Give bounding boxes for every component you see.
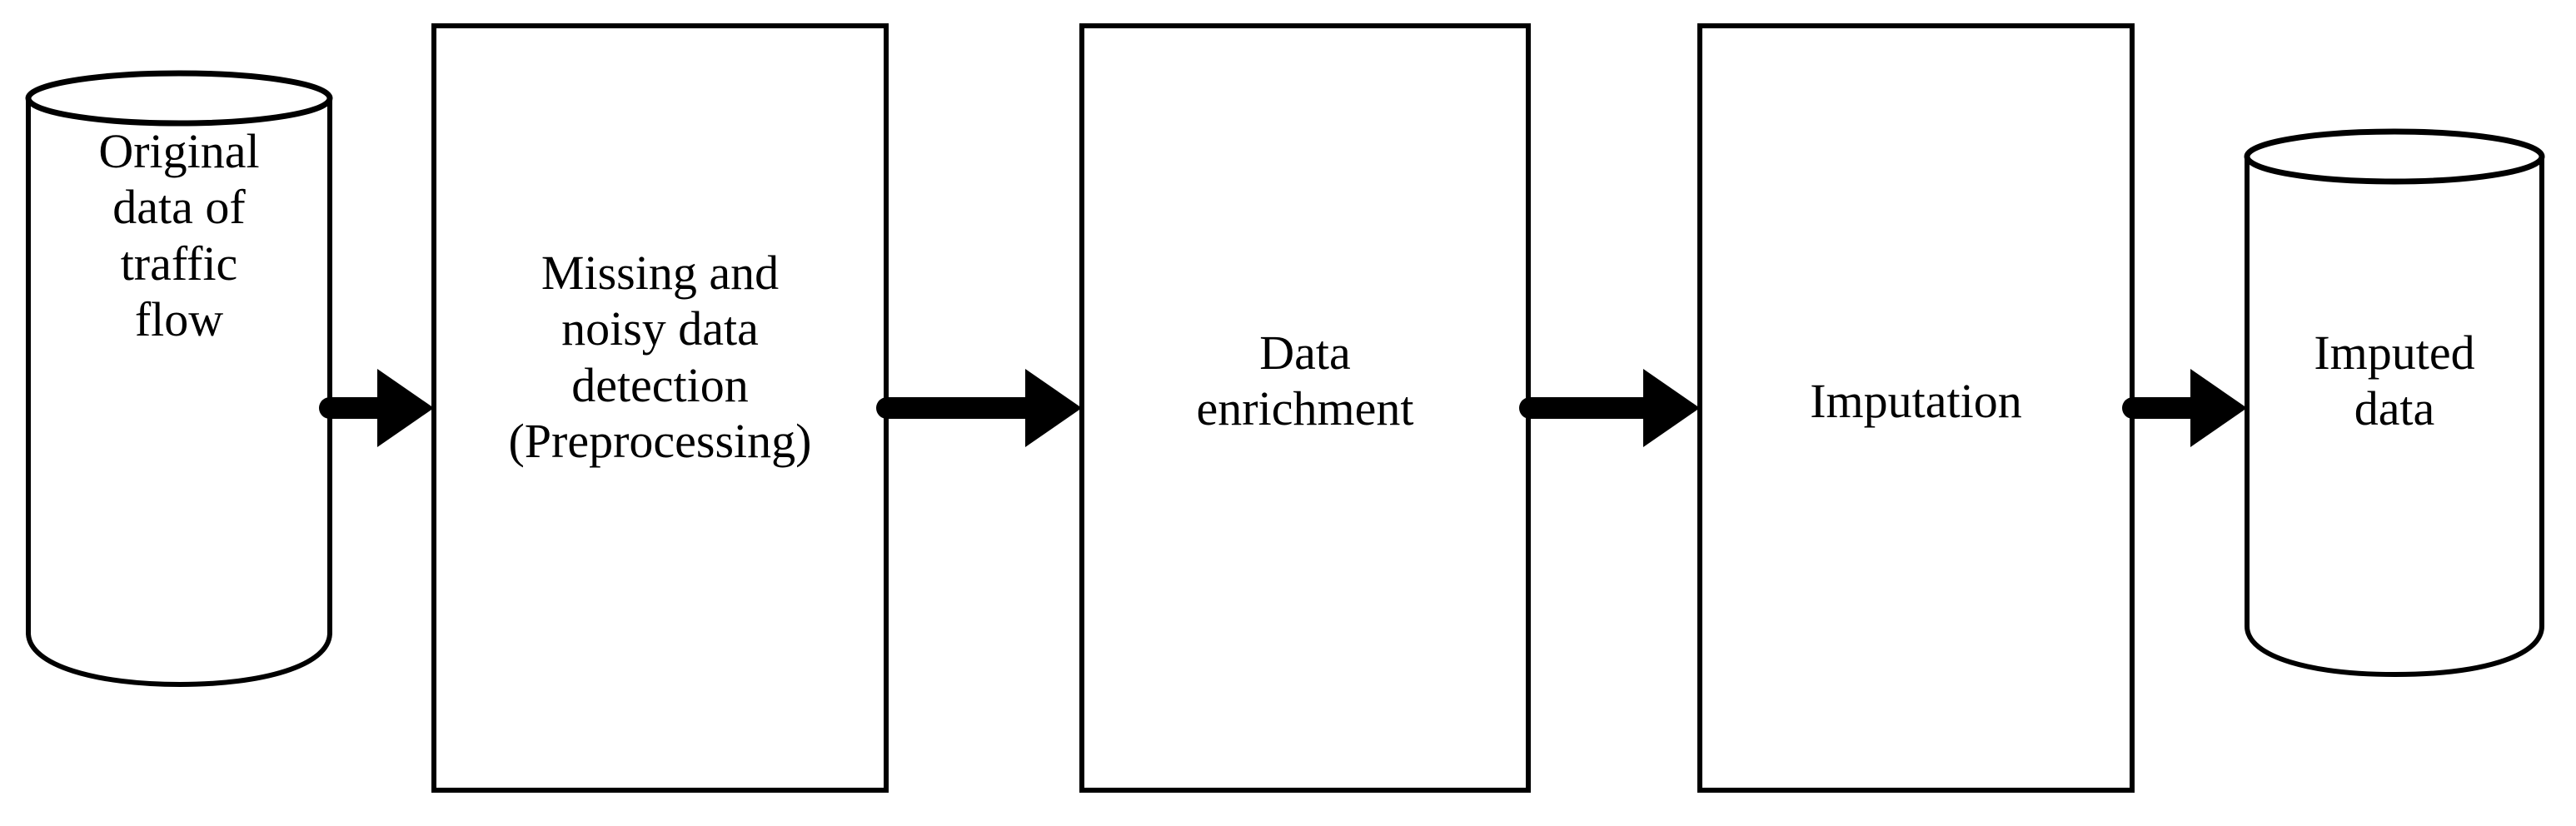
arrow-enrichment-to-imputation [1519,369,1700,447]
arrow-detection-to-enrichment [876,369,1082,447]
shape-rect-imputation [1697,23,2135,793]
shape-rect-detection [431,23,889,793]
cylinder-top-imputed [2244,128,2545,185]
arrow-imputation-to-imputed-data [2122,369,2247,447]
shape-cylinder-original-data [25,70,333,687]
shape-rect-enrichment [1079,23,1531,793]
cylinder-body-imputed [2245,154,2544,677]
shape-cylinder-imputed-data [2244,128,2545,677]
cylinder-body-original [26,96,332,687]
cylinder-top-original [25,70,333,127]
arrow-original-to-detection [319,369,434,447]
